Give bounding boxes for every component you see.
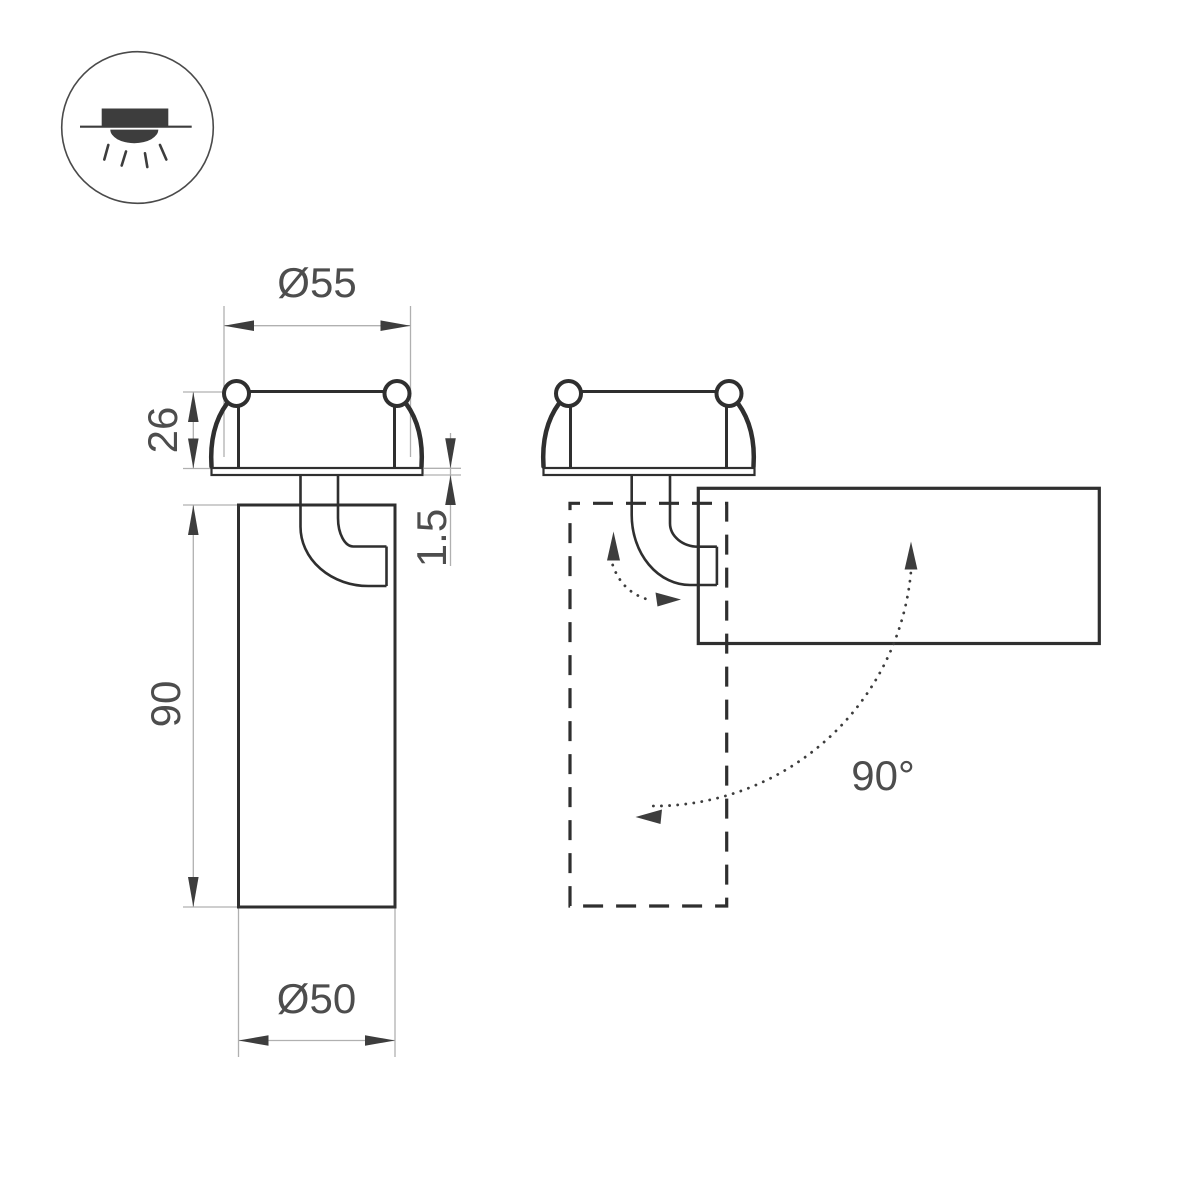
dim-label-body-diameter: Ø50 <box>277 975 356 1022</box>
rotation-arrow-right <box>655 592 681 607</box>
rotation-arrow-up <box>904 541 918 570</box>
dim-recess-depth: 26 <box>139 391 237 470</box>
icon-circle <box>60 50 215 205</box>
dim-body-height: 90 <box>142 504 237 908</box>
dim-body-diameter: Ø50 <box>237 908 396 1057</box>
rotation-angle-arc: 90° <box>635 541 918 824</box>
dim-arrow-down <box>188 438 199 469</box>
pivot-rotation-arrow <box>607 531 681 607</box>
dim-label-flange-thickness: 1.5 <box>408 509 455 567</box>
dim-arrow-right <box>365 1035 395 1046</box>
dim-arrow-up <box>188 505 199 535</box>
dim-arrow-left <box>238 1035 269 1046</box>
dim-label-head-diameter: Ø55 <box>277 259 356 306</box>
dim-arrow-up <box>188 392 199 422</box>
pivot-elbow <box>299 473 388 588</box>
lamp-dome <box>110 129 159 144</box>
front-view: Ø55 26 1.5 90 <box>139 259 461 1057</box>
dim-arrow-down <box>445 438 456 469</box>
recessed-head-rotated <box>543 381 754 475</box>
spot-body-rotated <box>696 486 1101 646</box>
dim-arrow-down <box>188 877 199 907</box>
pivot-elbow-rotated <box>630 473 719 587</box>
lamp-housing <box>101 108 169 127</box>
rotated-view: 90° <box>543 381 1101 908</box>
spot-body <box>237 503 397 909</box>
dim-arrow-left <box>224 320 254 331</box>
light-rays-icon <box>103 143 168 169</box>
dim-head-diameter: Ø55 <box>223 259 412 457</box>
dim-label-recess-depth: 26 <box>139 407 186 454</box>
recessed-downlight-icon <box>60 50 215 205</box>
dim-label-body-height: 90 <box>142 681 189 728</box>
rotation-arrow-up <box>607 531 620 561</box>
dim-flange-thickness: 1.5 <box>408 433 461 567</box>
dim-arrow-up <box>445 475 456 505</box>
dim-arrow-right <box>380 320 411 331</box>
dim-label-rotation-angle: 90° <box>851 752 915 799</box>
ghost-body-outline <box>568 501 729 908</box>
rotation-arrow-left <box>635 809 662 824</box>
recessed-head <box>211 381 422 475</box>
